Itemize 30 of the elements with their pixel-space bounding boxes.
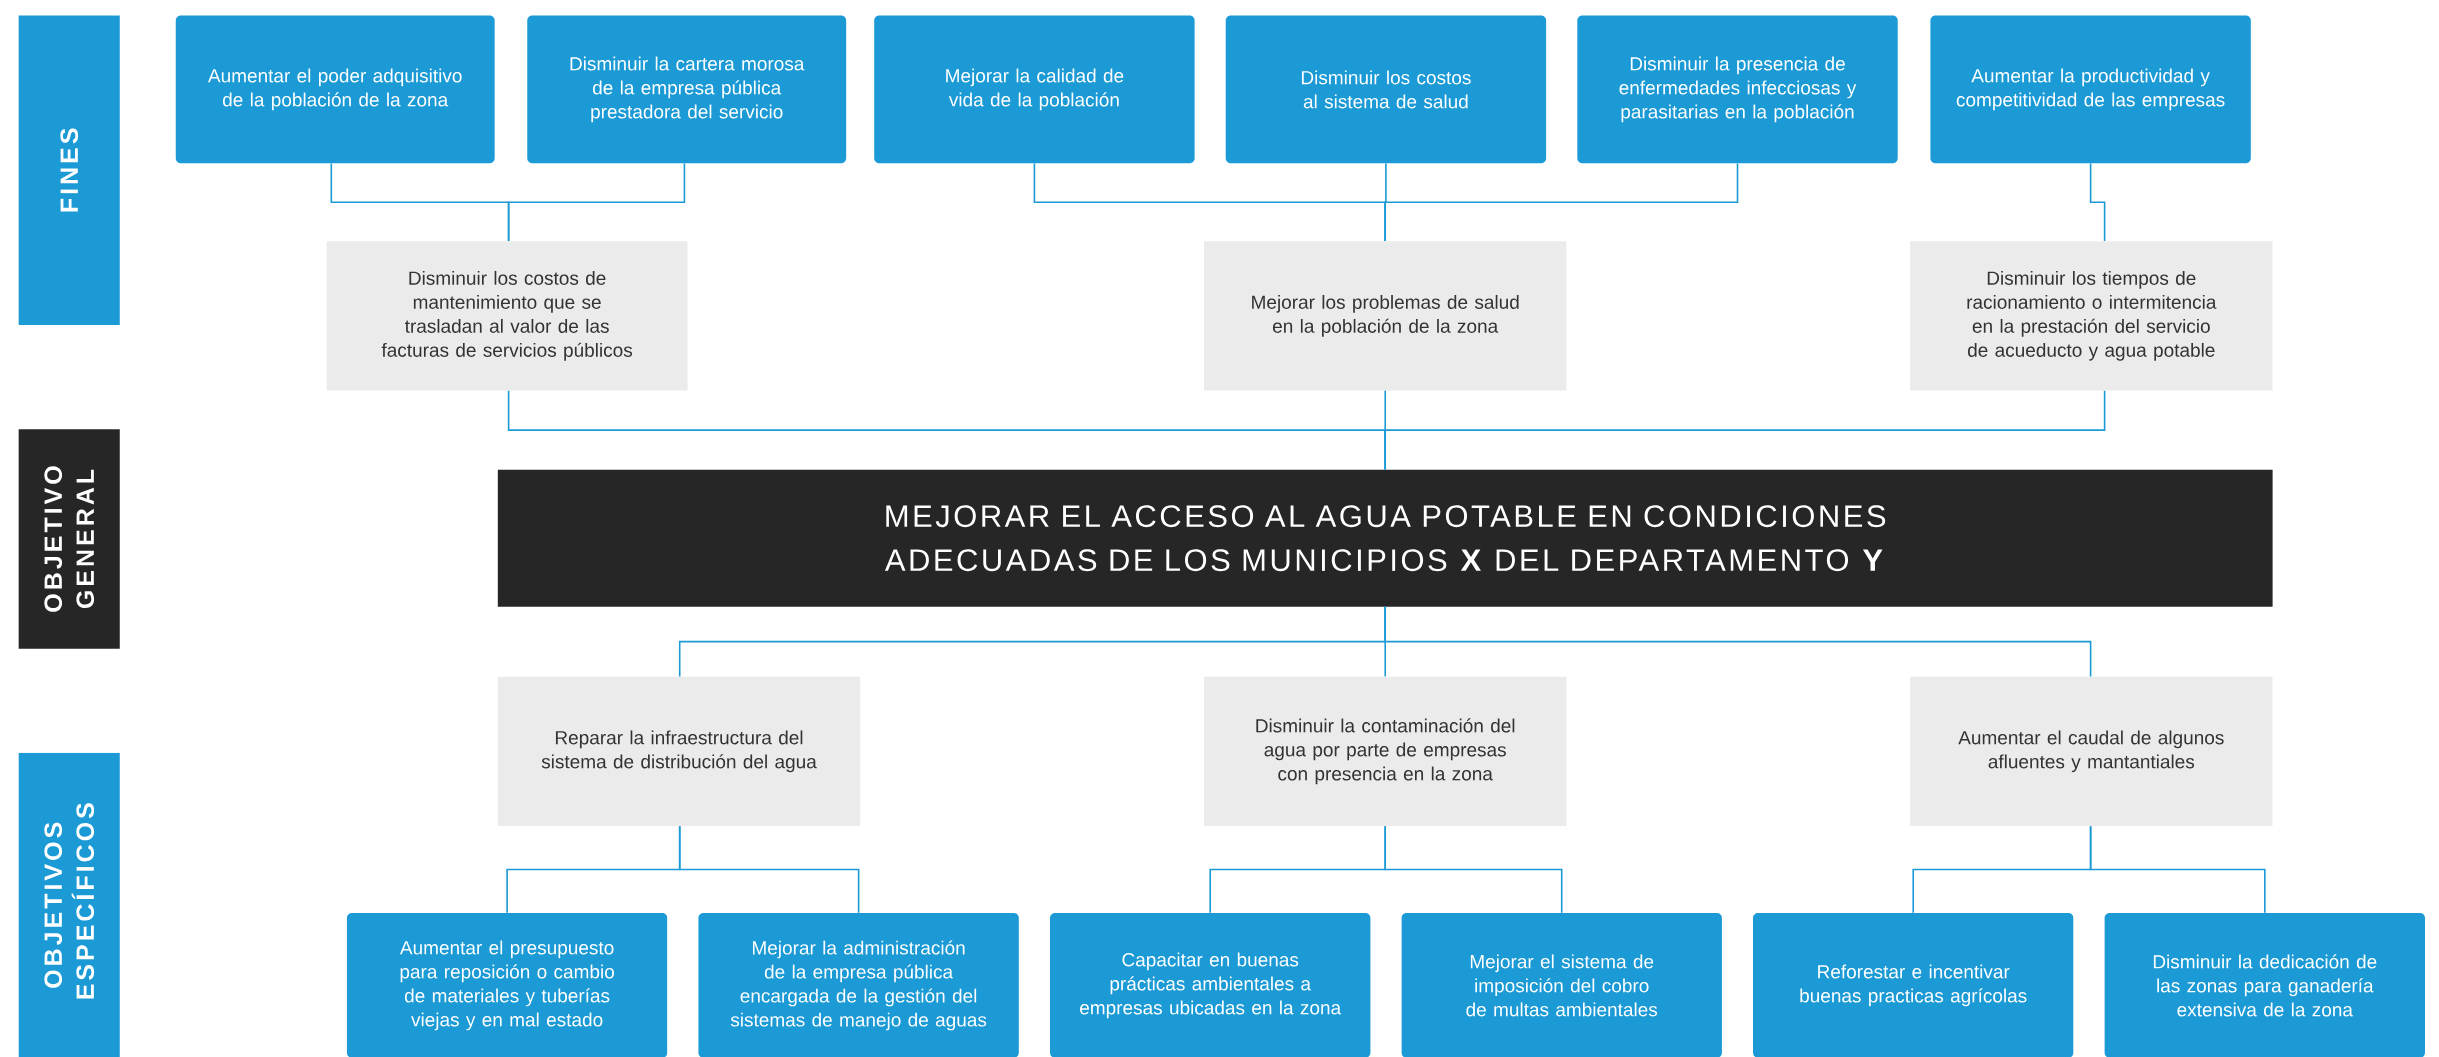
connector-line: [507, 162, 686, 242]
goal-box: Disminuir la cartera morosa de la empresa pública prestadora del servicio: [527, 15, 847, 164]
connector-line: [1384, 162, 1739, 242]
objective-box: Disminuir los costos de mantenimiento que se trasladan al valor de las facturas de servicios públicos: [326, 241, 688, 391]
objective-box: Disminuir la contaminación del agua por parte de empresas con presencia en la zona: [1204, 676, 1567, 826]
objective-box: Aumentar el caudal de algunos afluentes y mantantiales: [1910, 676, 2273, 826]
goal-box: Disminuir los costos al sistema de salud: [1225, 15, 1547, 164]
goal-box: Disminuir la presencia de enfermedades infecciosas y parasitarias en la población: [1577, 15, 1898, 164]
section-band: OBJETIVO GENERAL: [18, 429, 120, 649]
goal-box: Aumentar el presupuesto para reposición o cambio de materiales y tuberías viejas y en mal estado: [346, 913, 668, 1057]
goal-box: Reforestar e incentivar buenas practicas agrícolas: [1753, 913, 2074, 1057]
main-objective-box: MEJORAR EL ACCESO AL AGUA POTABLE EN CONDICIONES ADECUADAS DE LOS MUNICIPIOS X DEL DEPARTAMENTO Y: [497, 469, 2273, 607]
connector-line: [2089, 825, 2266, 914]
connector-line: [1384, 606, 2092, 678]
goal-box: Mejorar el sistema de imposición del cobro de multas ambientales: [1401, 913, 1722, 1057]
connector-line: [678, 825, 860, 914]
objective-box: Disminuir los tiempos de racionamiento o intermitencia en la prestación del servicio de acueducto y agua potable: [1910, 241, 2273, 391]
goal-box: Disminuir la dedicación de las zonas para ganadería extensiva de la zona: [2104, 913, 2425, 1057]
goal-box: Aumentar la productividad y competitividad de las empresas: [1930, 15, 2251, 164]
connector-line: [1384, 389, 2106, 471]
section-band: OBJETIVOS ESPECÍFICOS: [18, 752, 120, 1057]
goal-box: Mejorar la calidad de vida de la población: [874, 15, 1195, 164]
goal-box: Mejorar la administración de la empresa pública encargada de la gestión del sistemas de manejo de aguas: [698, 913, 1019, 1057]
connector-line: [2089, 162, 2106, 242]
goal-box: Aumentar el poder adquisitivo de la población de la zona: [175, 15, 495, 164]
goal-box: Capacitar en buenas prácticas ambientales a empresas ubicadas en la zona: [1050, 913, 1371, 1057]
section-band: FINES: [18, 15, 120, 326]
objective-box: Reparar la infraestructura del sistema de distribución del agua: [497, 676, 861, 826]
objective-box: Mejorar los problemas de salud en la población de la zona: [1204, 241, 1567, 391]
connector-line: [1384, 825, 1563, 914]
